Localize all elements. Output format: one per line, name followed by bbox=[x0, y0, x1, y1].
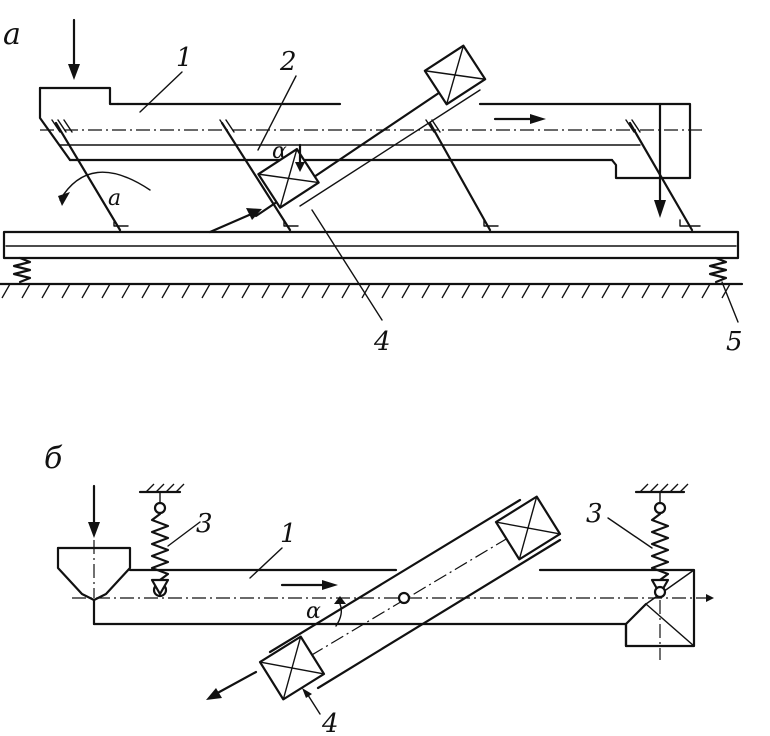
trough-b bbox=[56, 540, 714, 660]
spring-left-b bbox=[138, 483, 185, 598]
callout-2-a: 2 bbox=[279, 47, 297, 77]
figure-a: а bbox=[0, 17, 744, 357]
figure-b: б bbox=[44, 441, 714, 736]
frame-a bbox=[2, 230, 740, 260]
callout-3-left-b: 3 bbox=[196, 509, 213, 539]
callouts-b: 1 3 3 4 bbox=[167, 499, 653, 736]
spring-right-a bbox=[708, 256, 728, 284]
vibrator-b: α bbox=[206, 495, 562, 701]
angle-label-a: α bbox=[272, 139, 287, 164]
ground-a bbox=[0, 282, 744, 299]
callout-4-a: 4 bbox=[373, 327, 391, 357]
support-links-a bbox=[51, 119, 701, 232]
spring-left-a bbox=[12, 256, 32, 284]
spring-right-b bbox=[634, 483, 689, 599]
callout-4-b: 4 bbox=[321, 709, 339, 736]
trough-a bbox=[38, 86, 705, 218]
angle-label-b: α bbox=[306, 599, 321, 624]
callouts-a: 1 2 4 5 bbox=[139, 43, 743, 357]
panel-label-a: а bbox=[3, 17, 21, 52]
callout-1-b: 1 bbox=[280, 519, 297, 549]
swing-angle-a: a bbox=[58, 171, 151, 211]
panel-label-b: б bbox=[44, 441, 63, 476]
callout-5-a: 5 bbox=[726, 327, 743, 357]
callout-3-right-b: 3 bbox=[586, 499, 603, 529]
feed-arrow-b bbox=[88, 484, 100, 538]
feed-arrow-a bbox=[68, 18, 80, 80]
vibrator-a: α bbox=[208, 44, 487, 234]
callout-1-a: 1 bbox=[176, 43, 193, 73]
swing-label-a: a bbox=[108, 186, 121, 211]
